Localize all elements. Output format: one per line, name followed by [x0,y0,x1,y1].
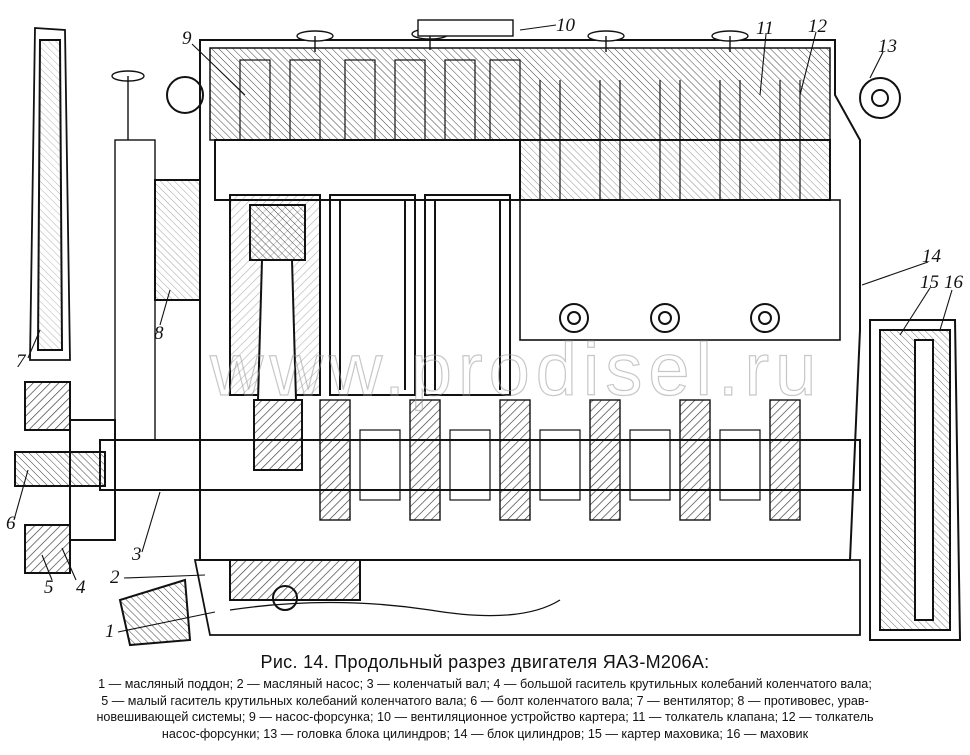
figure-legend: 1 — масляный поддон; 2 — масляный насос;… [6,676,964,742]
callout-6: 6 [6,513,16,534]
callout-9: 9 [182,28,192,49]
callout-13: 13 [878,36,897,57]
callout-5: 5 [44,577,54,598]
callout-16: 16 [944,272,964,293]
callout-1: 1 [105,621,115,642]
legend-line: 5 — малый гаситель крутильных колебаний … [101,693,869,708]
legend-line: 1 — масляный поддон; 2 — масляный насос;… [98,677,872,691]
callout-8: 8 [154,323,164,344]
engine-section-drawing: www.prodisel.ru 1 2 3 4 5 6 [6,15,964,647]
figure-caption-title: Рис. 14. Продольный разрез двигателя ЯАЗ… [260,652,710,672]
callout-2: 2 [110,567,120,588]
callout-3: 3 [131,544,142,565]
callout-labels: 1 2 3 4 5 6 7 8 9 10 11 12 13 14 15 16 [6,15,964,642]
callout-12: 12 [808,16,828,37]
callout-10: 10 [556,15,576,36]
callout-4: 4 [76,577,86,598]
engine-outline [14,19,962,647]
callout-15: 15 [920,272,939,293]
watermark-text: www.prodisel.ru [209,328,822,411]
callout-leaders [13,24,953,633]
callout-11: 11 [756,18,774,39]
legend-line: насос-форсунки; 13 — головка блока цилин… [161,726,809,741]
legend-line: новешивающей системы; 9 — насос-форсунка… [96,710,874,725]
callout-7: 7 [16,351,27,372]
callout-14: 14 [922,246,942,267]
